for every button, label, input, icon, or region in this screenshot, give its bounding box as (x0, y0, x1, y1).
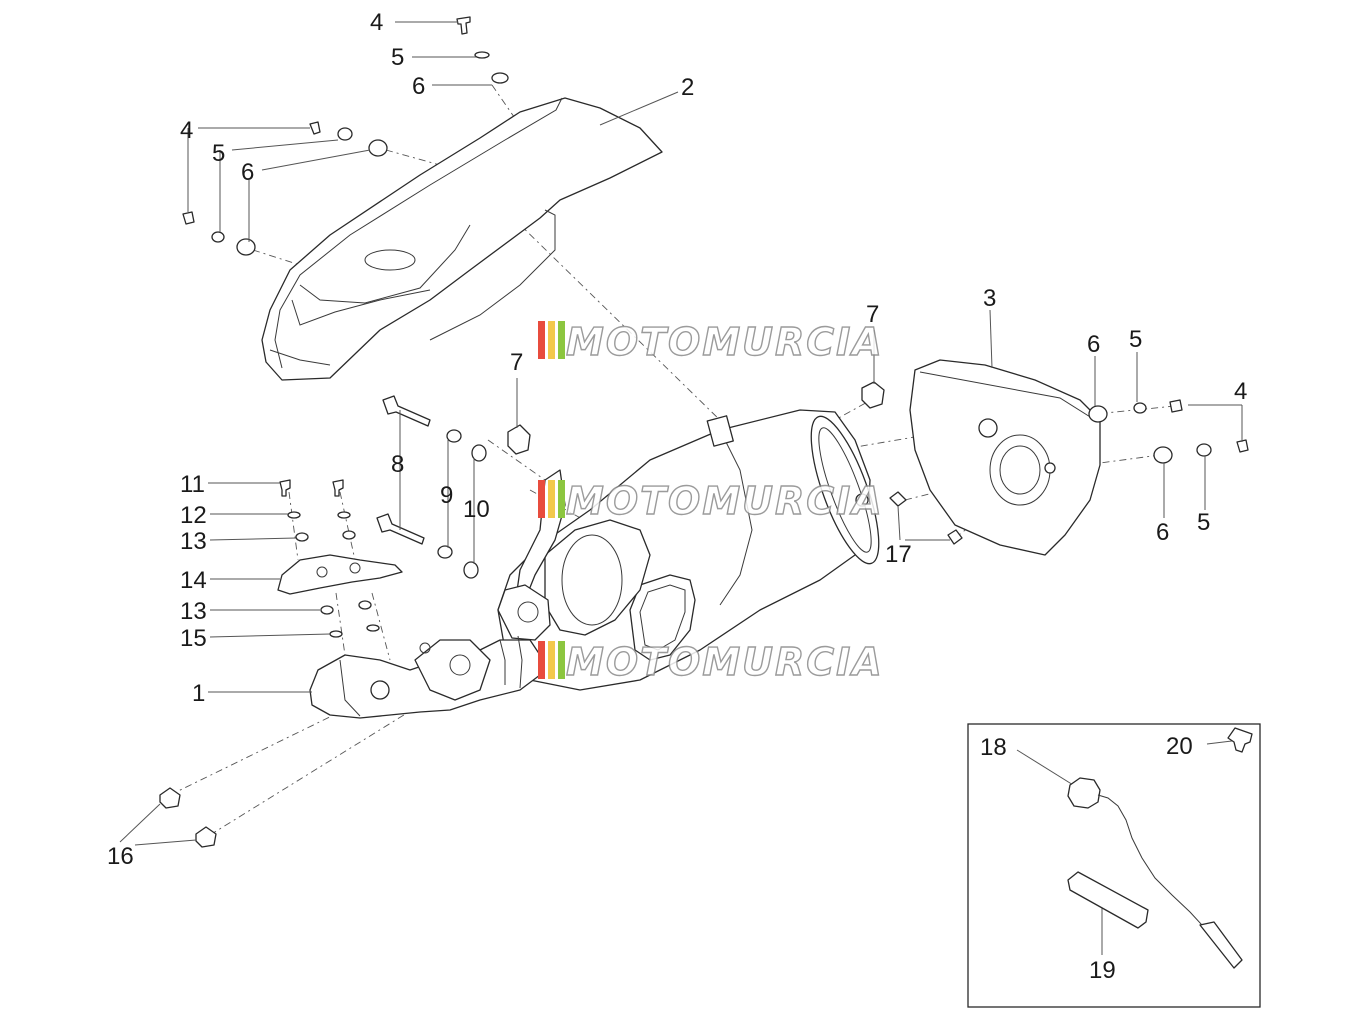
upper-heat-shield (261, 97, 663, 381)
callout-7: 7 (510, 349, 523, 376)
oxygen-sensor-inset (967, 723, 1261, 1008)
exhaust-manifold (309, 635, 541, 719)
callout-4: 4 (1234, 378, 1247, 405)
leader-lines (119, 21, 1243, 955)
callout-5: 5 (391, 44, 404, 71)
callout-labels: 4 5 6 2 4 5 6 7 3 7 6 5 4 11 12 13 14 13… (107, 9, 1247, 984)
callout-17: 17 (885, 541, 912, 568)
watermark-text: MOTOMURCIA (566, 640, 884, 684)
watermark-text: MOTOMURCIA (566, 479, 884, 523)
watermark-stripe-yellow (548, 321, 555, 359)
callout-10: 10 (463, 496, 490, 523)
callout-20: 20 (1166, 733, 1193, 760)
muffler-body (497, 409, 880, 691)
callout-8: 8 (391, 451, 404, 478)
callout-5: 5 (1197, 509, 1210, 536)
watermark-top: MOTOMURCIA (538, 319, 884, 365)
watermark-text: MOTOMURCIA (566, 320, 884, 364)
callout-2: 2 (681, 74, 694, 101)
hardware (159, 16, 1249, 848)
watermark-stripe-red (538, 321, 545, 359)
callout-7: 7 (866, 301, 879, 328)
callout-12: 12 (180, 502, 207, 529)
watermark-stripe-green (558, 321, 565, 359)
watermark-stripe-green (558, 641, 565, 679)
callout-13: 13 (180, 528, 207, 555)
watermark-bottom: MOTOMURCIA (538, 639, 884, 685)
callout-5: 5 (1129, 326, 1142, 353)
callout-6: 6 (412, 73, 425, 100)
callout-19: 19 (1089, 957, 1116, 984)
manifold-heat-shield (277, 554, 403, 595)
watermark-middle: MOTOMURCIA (538, 478, 884, 524)
watermark-stripe-green (558, 480, 565, 518)
watermark-stripe-yellow (548, 641, 555, 679)
callout-4: 4 (370, 9, 383, 36)
callout-3: 3 (983, 285, 996, 312)
watermark-stripe-yellow (548, 480, 555, 518)
callout-11: 11 (180, 471, 205, 498)
watermark-stripe-red (538, 480, 545, 518)
muffler-end-cover (909, 359, 1101, 556)
callout-6: 6 (1156, 519, 1169, 546)
callout-6: 6 (1087, 331, 1100, 358)
watermark-stripe-red (538, 641, 545, 679)
callout-1: 1 (192, 680, 205, 707)
callout-15: 15 (180, 625, 207, 652)
callout-14: 14 (180, 567, 207, 594)
callout-6: 6 (241, 159, 254, 186)
callout-5: 5 (212, 140, 225, 167)
callout-13: 13 (180, 598, 207, 625)
callout-4: 4 (180, 117, 193, 144)
callout-16: 16 (107, 843, 134, 870)
callout-9: 9 (440, 482, 453, 509)
callout-18: 18 (980, 734, 1007, 761)
